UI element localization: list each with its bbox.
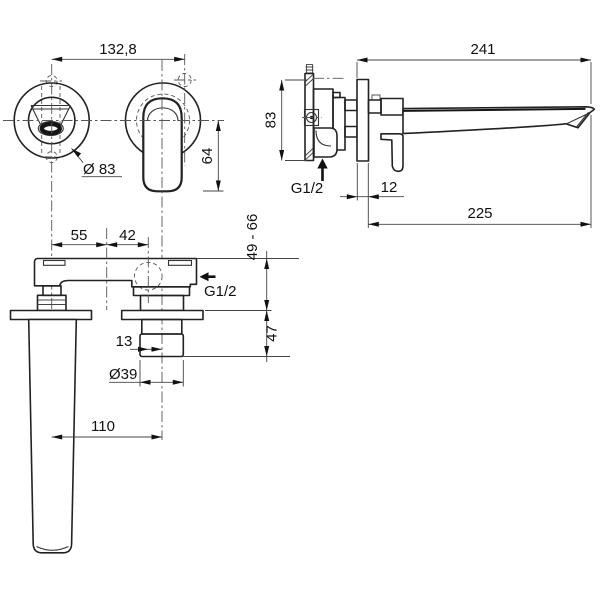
dim-label-42: 42 <box>119 227 136 244</box>
aerator-ring <box>39 121 62 136</box>
label-inlet-thread: G1/2 <box>291 180 324 197</box>
outlet-thread-callout: G1/2 <box>199 272 237 300</box>
spout-outline <box>402 106 596 135</box>
lever-handle-side <box>380 133 404 173</box>
dimension-55-42: 55 42 <box>51 227 149 248</box>
spout-outlet-edges <box>565 111 591 127</box>
dimension-escutcheon-diameter: Ø 83 <box>71 148 122 178</box>
dim-label-64: 64 <box>199 148 216 165</box>
inlet-thread-callout: G1/2 <box>291 158 328 197</box>
cartridge-flange <box>120 309 204 321</box>
dim-label-83: 83 <box>263 112 280 129</box>
dimension-centers-distance: 132,8 <box>51 41 185 62</box>
body-slot-right <box>167 259 193 266</box>
dimension-cartridge-offset: 13 <box>116 333 162 352</box>
dimension-cap-diameter: Ø39 <box>109 360 184 387</box>
dim-label-110: 110 <box>91 418 115 435</box>
dimension-depth-chain: 49 - 66 47 <box>183 214 299 362</box>
dim-label-225: 225 <box>467 205 492 222</box>
dimension-plate-offset: 12 <box>340 163 404 228</box>
front-view: 132,8 Ø 83 64 <box>3 41 224 553</box>
dim-label-12: 12 <box>381 179 398 196</box>
dimension-handle-drop: 64 <box>199 120 224 192</box>
lever-handle-inner-edge <box>146 107 179 122</box>
dimension-body-height: 83 <box>263 79 308 161</box>
label-outlet-thread: G1/2 <box>204 283 237 300</box>
cartridge-cap <box>139 333 185 358</box>
body-slot-left <box>42 259 66 266</box>
side-view: 241 83 G1/2 12 225 <box>263 41 596 228</box>
dim-label-o83: Ø 83 <box>83 161 116 178</box>
plan-view: 55 42 49 - 66 47 G1/2 13 <box>9 214 299 554</box>
spout-nose-front <box>30 104 71 125</box>
dim-label-55: 55 <box>71 227 88 244</box>
dim-label-241: 241 <box>470 41 495 58</box>
dimension-spout-to-handle: 110 <box>51 418 162 440</box>
spout-tube-plan <box>27 318 78 554</box>
dim-label-o39: Ø39 <box>109 366 137 383</box>
dim-label-49-66: 49 - 66 <box>244 214 261 261</box>
hole-cross-ticks <box>40 79 196 158</box>
aerator-outer-ellipse <box>37 120 64 137</box>
dimension-spout-projection: 225 <box>368 115 592 228</box>
body-bar-plan <box>33 257 198 288</box>
dim-label-132-8: 132,8 <box>99 41 137 58</box>
dimension-total-projection: 241 <box>356 41 592 104</box>
dim-label-13: 13 <box>116 333 133 350</box>
wall-plate-side <box>356 78 370 162</box>
concealed-body-side <box>302 64 358 162</box>
spout-flange <box>9 309 93 321</box>
spout-side <box>367 94 596 135</box>
lever-handle-front <box>142 97 183 193</box>
inlet-elbow <box>313 127 338 158</box>
dim-label-47: 47 <box>264 325 281 342</box>
spout-top-edge <box>402 107 586 112</box>
